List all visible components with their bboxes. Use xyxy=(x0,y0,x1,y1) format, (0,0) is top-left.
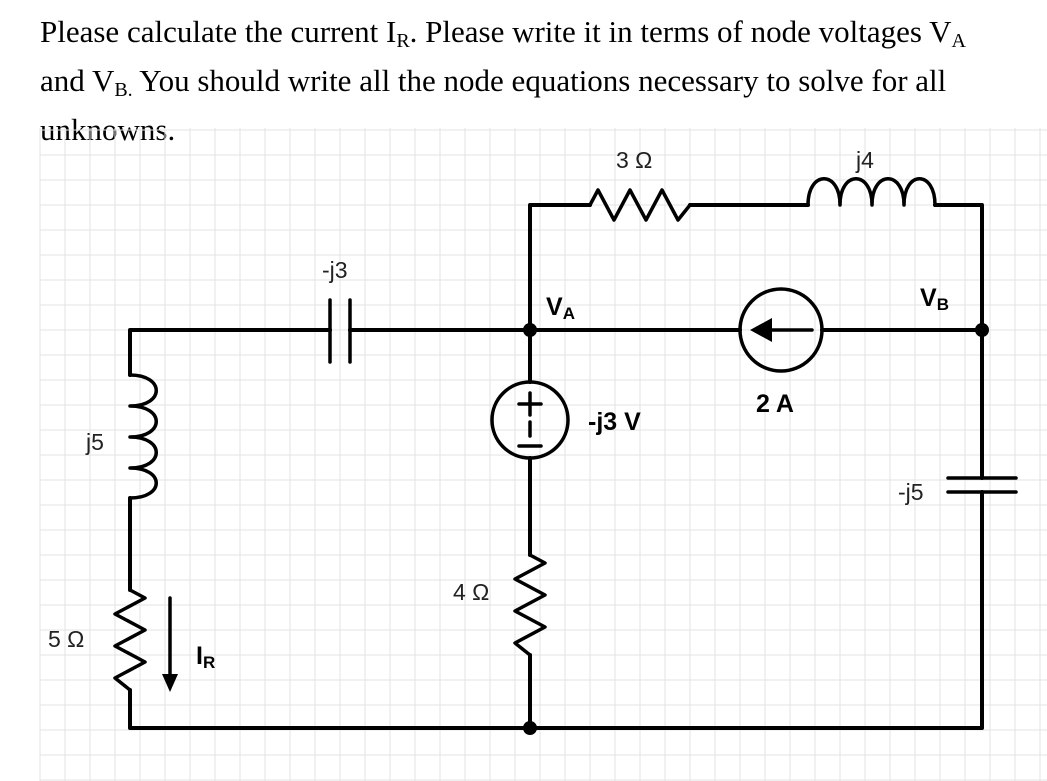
node-b-dot xyxy=(975,323,989,337)
capacitor-minus-j5 xyxy=(946,476,1018,494)
resistor-5-ohm-label: 5 Ω xyxy=(48,626,84,652)
resistor-3-ohm xyxy=(588,188,692,222)
inductor-j4 xyxy=(806,177,937,207)
voltage-source-label: -j3 V xyxy=(588,408,641,436)
inductor-j5 xyxy=(128,373,158,500)
resistor-4-ohm xyxy=(513,553,547,657)
inductor-j5-label: j5 xyxy=(85,429,104,455)
resistor-5-ohm xyxy=(113,588,147,692)
inductor-j4-label: j4 xyxy=(855,147,874,173)
current-ir-label: IR xyxy=(196,642,215,672)
capacitor-minus-j3 xyxy=(328,298,352,364)
voltage-source-minus-j3v xyxy=(490,380,570,460)
current-source-2a-label: 2 A xyxy=(756,390,794,418)
ground-node-dot xyxy=(523,721,537,735)
current-ir-arrow xyxy=(162,596,178,692)
circuit-wires xyxy=(128,203,984,730)
capacitor-minus-j5-label: -j5 xyxy=(898,479,924,505)
node-a-dot xyxy=(523,323,537,337)
node-b-label: VB xyxy=(920,284,949,314)
question-line-1: Please calculate the current IR. Please … xyxy=(40,14,966,52)
capacitor-minus-j3-label: -j3 xyxy=(322,257,348,283)
current-source-2a xyxy=(738,287,824,373)
resistor-4-ohm-label: 4 Ω xyxy=(453,579,489,605)
question-line-2: and VB. You should write all the node eq… xyxy=(40,63,947,101)
resistor-3-ohm-label: 3 Ω xyxy=(616,147,652,173)
node-a-label: VA xyxy=(546,293,575,323)
